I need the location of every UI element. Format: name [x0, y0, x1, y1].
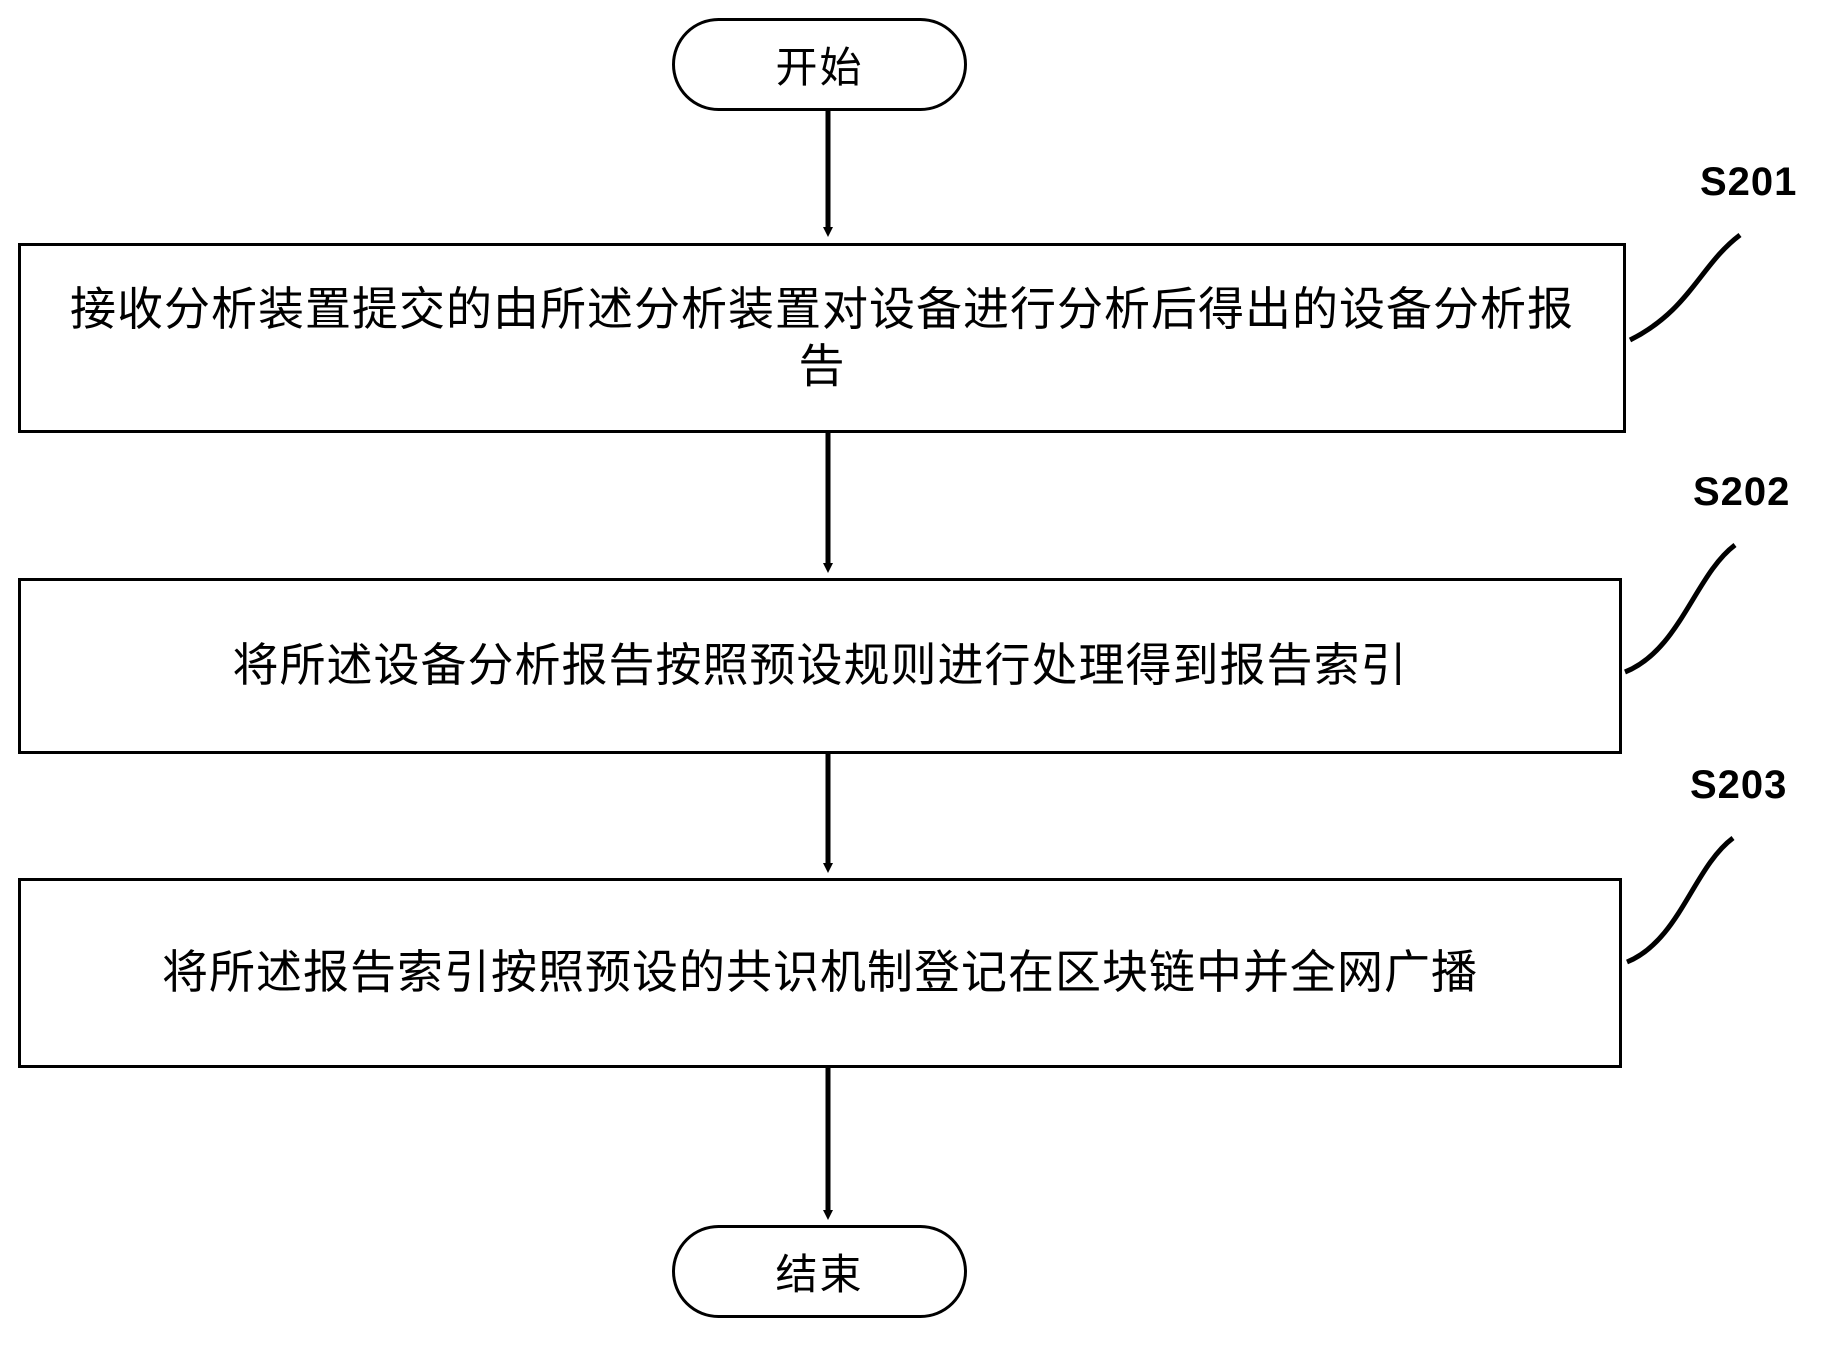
node-s202: 将所述设备分析报告按照预设规则进行处理得到报告索引: [18, 578, 1622, 754]
node-s203: 将所述报告索引按照预设的共识机制登记在区块链中并全网广播: [18, 878, 1622, 1068]
step-label-s201: S201: [1700, 160, 1798, 204]
node-start: 开始: [672, 18, 967, 111]
node-end: 结束: [672, 1225, 967, 1318]
node-s203-label: 将所述报告索引按照预设的共识机制登记在区块链中并全网广播: [162, 946, 1478, 999]
leader-s202: [1624, 543, 1737, 675]
node-end-label: 结束: [775, 1251, 864, 1298]
step-label-s203: S203: [1690, 763, 1788, 807]
leader-s203: [1626, 836, 1735, 965]
node-s201: 接收分析装置提交的由所述分析装置对设备进行分析后得出的设备分析报告: [18, 243, 1626, 433]
node-start-label: 开始: [775, 44, 864, 91]
step-label-s202: S202: [1693, 470, 1791, 514]
leader-s201: [1628, 233, 1742, 343]
node-s201-label: 接收分析装置提交的由所述分析装置对设备进行分析后得出的设备分析报告: [70, 282, 1574, 393]
node-s202-label: 将所述设备分析报告按照预设规则进行处理得到报告索引: [232, 639, 1408, 692]
